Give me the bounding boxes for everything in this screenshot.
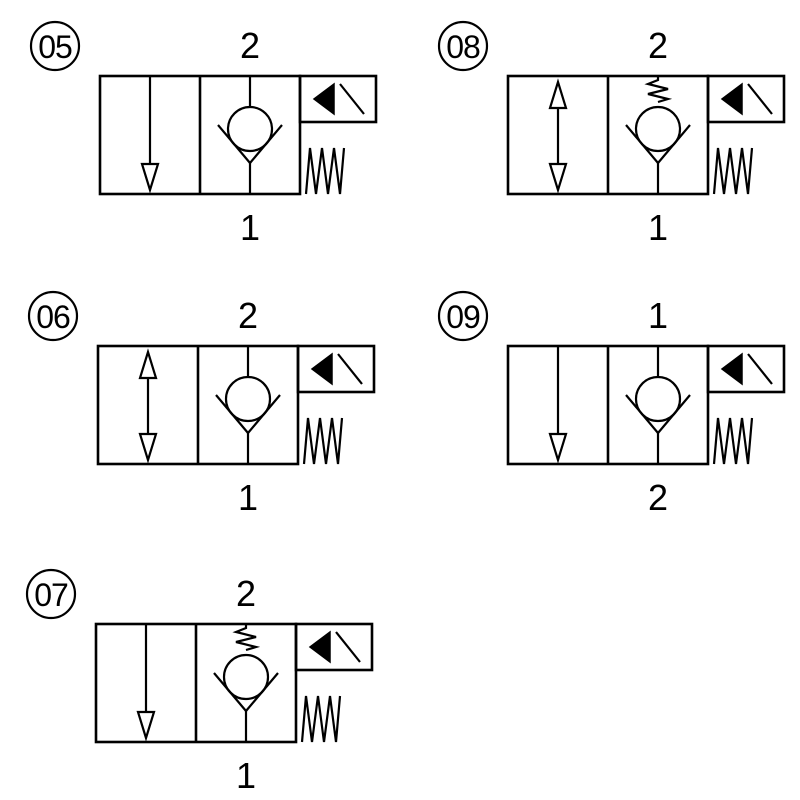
solenoid-slash (339, 83, 365, 115)
return-spring-icon (302, 417, 344, 465)
solenoid-slash (335, 631, 361, 663)
code-circle-icon (25, 568, 77, 620)
valve-code: 05 (38, 29, 72, 65)
check-spring-icon (644, 76, 673, 104)
check-ball-icon (226, 105, 274, 153)
solenoid-triangle-icon (308, 630, 331, 664)
check-valve-icon (217, 76, 283, 194)
valve-code: 06 (36, 299, 70, 335)
solenoid-slash (337, 353, 363, 385)
check-valve-icon (213, 624, 279, 742)
check-ball-icon (634, 375, 682, 423)
check-ball-icon (222, 653, 270, 701)
check-valve-icon (625, 76, 691, 194)
check-ball-icon (634, 105, 682, 153)
solenoid-triangle-icon (312, 82, 335, 116)
arrow-head-down-icon (140, 162, 160, 194)
bottom-port-label: 1 (236, 755, 256, 796)
arrow-head-down-icon (548, 162, 568, 194)
bottom-port-label: 1 (238, 477, 258, 518)
check-spring-icon (232, 624, 261, 652)
code-circle-icon (437, 290, 489, 342)
top-port-label: 2 (236, 573, 256, 614)
solenoid-triangle-icon (310, 352, 333, 386)
valve-code: 09 (446, 299, 480, 335)
check-ball-icon (224, 375, 272, 423)
solenoid-triangle-icon (720, 352, 743, 386)
solenoid-icon (296, 344, 376, 394)
valve-code-badge: 09 (437, 290, 489, 342)
code-circle-icon (27, 290, 79, 342)
solenoid-box (294, 622, 374, 672)
valve-code-badge: 05 (29, 20, 81, 72)
solenoid-slash (747, 83, 773, 115)
bottom-port-label: 1 (648, 207, 668, 248)
arrow-head-down-icon (138, 432, 158, 464)
solenoid-icon (298, 74, 378, 124)
check-valve-icon (625, 346, 691, 464)
code-circle-icon (437, 20, 489, 72)
arrow-head-down-icon (136, 710, 156, 742)
flow-arrow-icon (136, 624, 156, 742)
solenoid-icon (706, 74, 786, 124)
top-port-label: 1 (648, 295, 668, 336)
valve-symbol-08: 08 2 1 (437, 20, 786, 248)
valve-code-badge: 06 (27, 290, 79, 342)
top-port-label: 2 (238, 295, 258, 336)
bottom-port-label: 2 (648, 477, 668, 518)
solenoid-box (296, 344, 376, 394)
solenoid-box (298, 74, 378, 124)
flow-arrow-icon (140, 76, 160, 194)
return-spring-icon (712, 417, 754, 465)
solenoid-box (706, 344, 786, 394)
solenoid-icon (706, 344, 786, 394)
flow-arrow-icon (548, 78, 568, 194)
solenoid-triangle-icon (720, 82, 743, 116)
valve-symbol-09: 09 1 2 (437, 290, 786, 518)
solenoid-slash (747, 353, 773, 385)
valve-code-badge: 07 (25, 568, 77, 620)
valve-code: 08 (446, 29, 480, 65)
valve-symbol-05: 05 2 1 (29, 20, 378, 248)
code-circle-icon (29, 20, 81, 72)
valve-symbol-06: 06 2 1 (27, 290, 376, 518)
bottom-port-label: 1 (240, 207, 260, 248)
valve-code: 07 (34, 577, 68, 613)
check-valve-icon (215, 346, 281, 464)
flow-arrow-icon (138, 348, 158, 464)
top-port-label: 2 (240, 25, 260, 66)
valve-code-badge: 08 (437, 20, 489, 72)
valve-symbol-07: 07 2 1 (25, 568, 374, 796)
flow-arrow-icon (548, 346, 568, 464)
return-spring-icon (712, 147, 754, 195)
arrow-head-up-icon (548, 78, 568, 110)
solenoid-icon (294, 622, 374, 672)
return-spring-icon (300, 695, 342, 743)
top-port-label: 2 (648, 25, 668, 66)
solenoid-box (706, 74, 786, 124)
return-spring-icon (304, 147, 346, 195)
arrow-head-down-icon (548, 432, 568, 464)
arrow-head-up-icon (138, 348, 158, 380)
